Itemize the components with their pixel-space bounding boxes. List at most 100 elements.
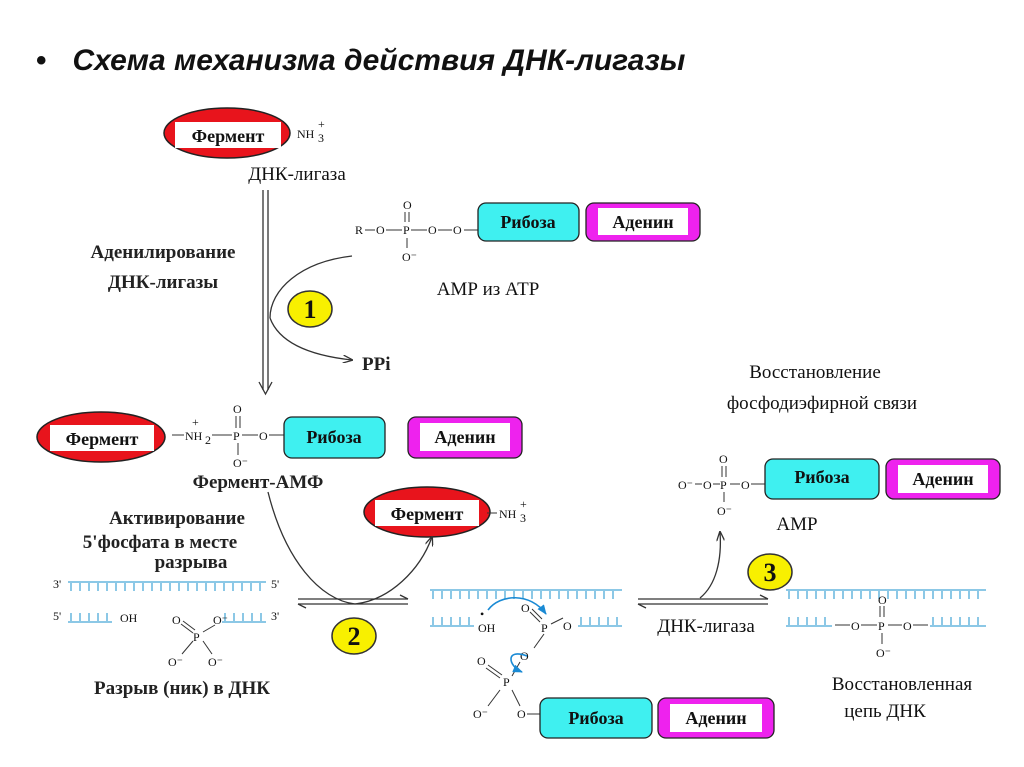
svg-text:O: O [259, 429, 268, 443]
enzyme-released: Фермент [363, 486, 491, 538]
step-1-badge: 1 [287, 290, 333, 328]
adenine-box-3: Аденин [657, 697, 775, 739]
svg-text:+: + [520, 497, 527, 511]
svg-text:NH: NH [499, 507, 517, 521]
svg-text:Рибоза: Рибоза [794, 467, 849, 487]
svg-text:Рибоза: Рибоза [568, 708, 623, 728]
activated-dna: OH • [430, 589, 622, 635]
svg-text:O: O [563, 619, 572, 633]
ribose-box-3: Рибоза [539, 697, 653, 739]
svg-text:O: O [903, 619, 912, 633]
svg-text:O: O [453, 223, 462, 237]
nick-phosphate: O P O⁻ O⁻ O⁻ [168, 613, 228, 669]
svg-text:2: 2 [205, 433, 211, 447]
enzyme-amp-in-arrow [267, 491, 356, 605]
enzyme-top-label: Фермент [192, 126, 265, 146]
svg-text:NH: NH [297, 127, 315, 141]
enzyme-amp-enzyme: Фермент [36, 411, 166, 463]
adenylation-label-1: Аденилирование [91, 242, 236, 263]
svg-text:P: P [233, 429, 240, 443]
svg-text:P: P [878, 619, 885, 633]
activated-phosphate: O P O O P O O⁻ O [473, 601, 572, 721]
title-bullet: • [36, 44, 47, 77]
activation-label-3: разрыва [155, 552, 228, 573]
svg-text:Фермент: Фермент [391, 504, 464, 524]
svg-text:NH: NH [185, 429, 203, 443]
svg-text:+: + [192, 415, 199, 429]
svg-text:P: P [720, 478, 727, 492]
adenylation-arrow [258, 190, 273, 396]
svg-text:O: O [403, 198, 412, 212]
ppi-out-arrow [269, 317, 352, 360]
activation-label-1: Активирование [109, 508, 245, 529]
enzyme-out-arrow [354, 537, 432, 605]
svg-text:O: O [376, 223, 385, 237]
adenylation-label-2: ДНК-лигазы [108, 272, 218, 293]
step-2-badge: 2 [331, 617, 377, 655]
svg-text:R: R [355, 223, 363, 237]
svg-text:O⁻: O⁻ [233, 456, 248, 470]
svg-text:O: O [878, 593, 887, 607]
svg-text:Аденин: Аденин [612, 212, 673, 232]
release-arrow [510, 653, 528, 673]
svg-text:O: O [703, 478, 712, 492]
svg-text:O⁻: O⁻ [402, 250, 417, 264]
restoration-label-1: Восстановление [749, 362, 881, 383]
svg-text:3': 3' [53, 577, 61, 591]
svg-text:2: 2 [348, 622, 361, 651]
svg-text:OH: OH [478, 621, 496, 635]
svg-text:Фермент: Фермент [66, 429, 139, 449]
svg-text:5': 5' [53, 609, 61, 623]
enzyme-top: Фермент [163, 107, 291, 159]
svg-text:3: 3 [520, 511, 526, 525]
ribose-box-1: Рибоза [477, 202, 580, 242]
restoration-label-2: фосфодиэфирной связи [727, 393, 917, 414]
svg-text:O⁻: O⁻ [213, 613, 228, 627]
amp-release-arrow [699, 532, 720, 599]
amp-from-atp-label: АМР из АТР [437, 279, 540, 300]
svg-text:Рибоза: Рибоза [500, 212, 555, 232]
equilibrium-arrow-2 [297, 594, 409, 609]
step-3-badge: 3 [747, 553, 793, 591]
svg-text:O: O [521, 601, 530, 615]
svg-text:O: O [428, 223, 437, 237]
svg-text:P: P [403, 223, 410, 237]
atp-in-arrow [269, 255, 353, 319]
amp-label: АМР [776, 514, 817, 535]
nh3-released: NH 3 + [487, 497, 527, 525]
svg-text:O⁻: O⁻ [168, 655, 183, 669]
svg-text:O⁻: O⁻ [717, 504, 732, 518]
nucleophilic-attack-arrow [487, 597, 547, 615]
svg-text:1: 1 [304, 295, 317, 324]
dna-ligase-label-mid: ДНК-лигаза [657, 616, 755, 637]
svg-text:Рибоза: Рибоза [306, 427, 361, 447]
svg-text:O: O [851, 619, 860, 633]
ribose-box-2: Рибоза [283, 416, 386, 459]
svg-text:3: 3 [764, 558, 777, 587]
svg-text:O⁻: O⁻ [473, 707, 488, 721]
svg-text:OH: OH [120, 611, 138, 625]
svg-text:O: O [741, 478, 750, 492]
title-text: Схема механизма действия ДНК-лигазы [72, 44, 686, 77]
adenine-box-1: Аденин [585, 202, 701, 242]
svg-text:•: • [480, 607, 484, 621]
svg-text:Аденин: Аденин [434, 427, 495, 447]
svg-text:O⁻: O⁻ [876, 646, 891, 660]
equilibrium-arrow-3 [637, 594, 769, 609]
restored-label-2: цепь ДНК [844, 701, 926, 722]
svg-text:+: + [318, 117, 325, 131]
restored-dna [786, 589, 986, 627]
svg-text:O⁻: O⁻ [678, 478, 693, 492]
svg-text:5': 5' [271, 577, 279, 591]
svg-text:O: O [477, 654, 486, 668]
activation-label-2: 5'фосфата в месте [83, 532, 237, 553]
restored-label-1: Восстановленная [832, 674, 973, 695]
enzyme-amp-label: Фермент-АМФ [193, 472, 324, 493]
page-title: • Схема механизма действия ДНК-лигазы [36, 44, 685, 78]
svg-text:O⁻: O⁻ [208, 655, 223, 669]
ppi-label: PPi [362, 354, 391, 375]
restored-phosphate: O P O O⁻ O [835, 593, 928, 660]
svg-text:P: P [193, 630, 200, 644]
adenine-box-4: Аденин [885, 458, 1001, 500]
